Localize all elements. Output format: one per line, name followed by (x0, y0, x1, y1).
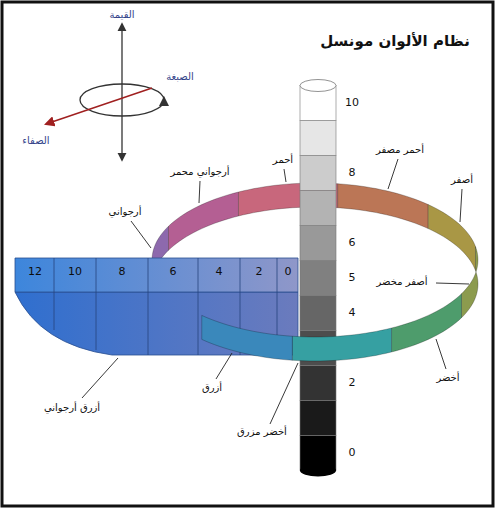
value-number: 8 (349, 167, 356, 180)
value-number: 2 (349, 377, 356, 390)
leader-line (436, 339, 446, 369)
chroma-number: 2 (256, 266, 263, 279)
hue-label: أحمر (273, 154, 293, 166)
chroma-divider (54, 258, 55, 330)
axis-label: الصفاء (22, 135, 49, 147)
chroma-number: 6 (170, 266, 177, 279)
column-bottom (300, 465, 336, 477)
hue-segment (462, 247, 478, 318)
value-band (300, 226, 336, 261)
value-number: 6 (349, 237, 356, 250)
hue-arrowhead (159, 96, 169, 106)
chroma-divider (148, 258, 149, 355)
hue-label: أحمر مصفر (376, 144, 424, 156)
hue-label: أصفر مخضر (376, 276, 427, 288)
hue-segment (428, 205, 475, 271)
value-band (300, 156, 336, 191)
hue-label: أصفر (451, 174, 473, 186)
value-number: 0 (349, 447, 356, 460)
leader-line (216, 353, 232, 379)
value-number: 10 (345, 97, 359, 110)
leader-line (284, 169, 286, 182)
chroma-divider (198, 258, 199, 355)
hue-segment (392, 294, 462, 352)
title: نظام الألوان مونسل (320, 33, 470, 50)
value-number: 5 (349, 272, 356, 285)
chroma-number: 4 (216, 266, 223, 279)
hue-label: أرجواني محمر (170, 166, 229, 178)
slab-top-face (15, 258, 298, 292)
hue-label: أزرق أرجواني (44, 402, 100, 414)
chroma-number: 0 (285, 266, 292, 279)
hue-label: أزرق (202, 382, 222, 394)
value-band (300, 401, 336, 436)
leader-line (270, 363, 298, 424)
value-band (300, 296, 336, 331)
chroma-number: 8 (119, 266, 126, 279)
hue-segment (168, 192, 238, 250)
hue-segment (338, 184, 429, 229)
value-band (300, 366, 336, 401)
value-band (300, 191, 336, 226)
hue-label: أرجواني (109, 206, 142, 218)
column-top (300, 80, 336, 92)
leader-line (82, 358, 118, 398)
hue-ring-front (202, 247, 478, 361)
value-band (300, 121, 336, 156)
chroma-axis-arrow (46, 88, 152, 124)
chroma-number: 12 (28, 266, 42, 279)
axis-label: الصبغة (166, 71, 194, 83)
leader-line (460, 189, 462, 222)
leader-line (388, 159, 398, 189)
leader-lines (82, 159, 469, 424)
value-number: 4 (349, 307, 356, 320)
axis-icon (46, 24, 169, 160)
hue-label: أخضر (436, 372, 459, 384)
chroma-divider (96, 258, 97, 350)
axis-label: القيمة (109, 9, 134, 21)
hue-segment (292, 328, 391, 361)
hue-label: أخضر مزرق (237, 426, 287, 438)
value-axis-arrow (121, 24, 122, 160)
leader-line (199, 181, 200, 203)
value-band (300, 261, 336, 296)
hue-segment (202, 315, 293, 360)
leader-line (131, 221, 151, 248)
chroma-number: 10 (68, 266, 82, 279)
leader-line (436, 283, 469, 284)
value-column (300, 80, 336, 477)
